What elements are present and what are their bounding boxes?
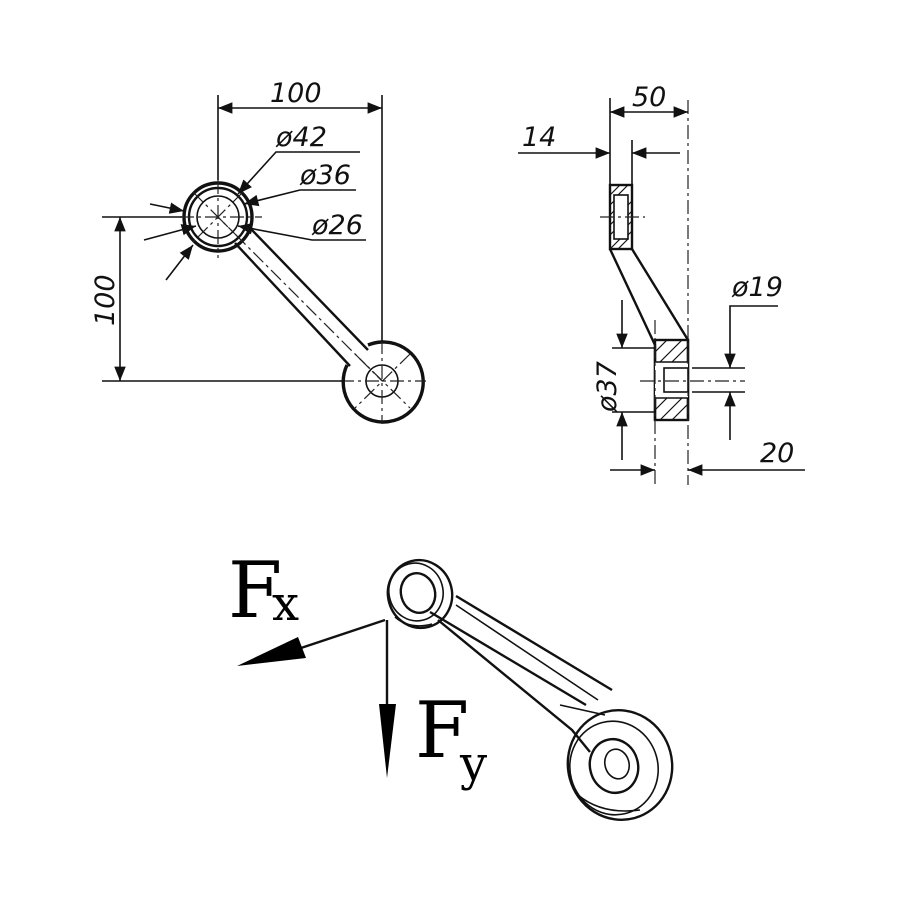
fx-subscript: x	[272, 576, 299, 632]
dim-d42-label: ø42	[275, 122, 327, 153]
force-fy: F y	[379, 620, 487, 792]
side-dim-d37: ø37	[592, 300, 655, 460]
iso-bottom-ring	[566, 708, 674, 822]
front-dim-diameters: ø42 ø36 ø26	[143, 122, 366, 281]
dim-thickness-label: 14	[522, 122, 556, 153]
front-arm	[234, 228, 369, 367]
front-dim-width: 100	[217, 78, 383, 342]
dim-d26-label: ø26	[311, 210, 363, 241]
dim-width-label: 100	[270, 78, 322, 109]
front-view: 100 100 ø42 ø36 ø26	[90, 78, 426, 424]
front-centerlines	[180, 180, 426, 424]
side-dim-d19: ø19	[692, 272, 783, 440]
dim-d36-label: ø36	[299, 160, 351, 191]
isometric-view	[386, 558, 674, 822]
iso-top-ring	[386, 558, 454, 630]
fy-symbol: F	[415, 686, 469, 776]
fx-arrowhead	[237, 637, 306, 666]
side-dim-depth: 50	[609, 82, 688, 185]
dim-d19-label: ø19	[731, 272, 783, 303]
side-dim-thickness: 14	[518, 122, 680, 185]
side-dim-offset: 20	[610, 438, 805, 476]
dim-height-label: 100	[90, 274, 121, 326]
fy-arrowhead	[379, 704, 396, 778]
side-view: 50 14 ø19 ø37 20	[518, 82, 805, 485]
iso-arm	[429, 594, 613, 753]
fx-symbol: F	[228, 546, 282, 636]
fy-subscript: y	[459, 736, 487, 792]
dim-offset-label: 20	[760, 438, 794, 469]
dim-d37-label: ø37	[592, 361, 623, 413]
force-fx: F x	[228, 546, 386, 666]
front-dim-height: 100	[90, 216, 345, 382]
dim-depth-label: 50	[632, 82, 666, 113]
side-bottom-fitting	[653, 338, 690, 422]
